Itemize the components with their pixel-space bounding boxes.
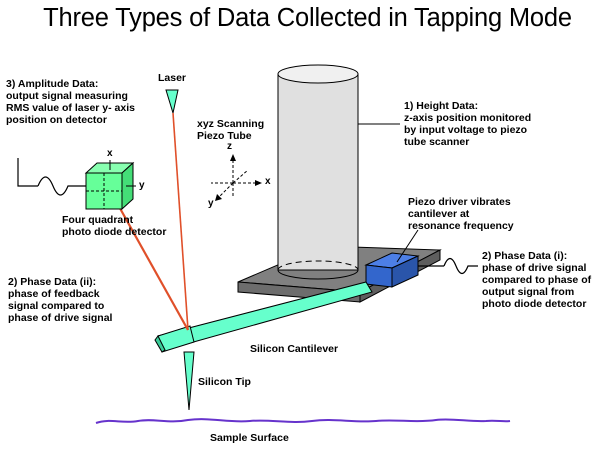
phase-ii-label: 2) Phase Data (ii): phase of feedback si… — [8, 276, 113, 324]
cantilever-label: Silicon Cantilever — [250, 343, 339, 355]
axis-z-arrowhead — [230, 154, 236, 161]
amplitude-signal-line — [17, 158, 38, 187]
piezo-driver-label: Piezo driver vibrates cantilever at reso… — [408, 196, 514, 232]
piezo-tube-bottom-hidden — [277, 260, 359, 271]
silicon-tip — [183, 351, 195, 411]
cantilever-underside — [154, 335, 166, 353]
photodiode-label: Four quadrant photo diode detector — [62, 214, 167, 238]
axis-x-label: x — [265, 176, 271, 187]
laser-emitter — [165, 89, 179, 115]
axis-y-label: y — [208, 198, 214, 209]
xyz-axes — [211, 160, 256, 198]
piezo-tube-label: xyz Scanning Piezo Tube — [197, 118, 265, 142]
phase-i-sine-wave — [443, 257, 478, 275]
page-title: Three Types of Data Collected in Tapping… — [43, 4, 572, 32]
piezo-tube-bottom — [277, 269, 359, 280]
laser-beam-incoming — [172, 112, 189, 331]
tip-label: Silicon Tip — [198, 376, 251, 388]
piezo-tube-top — [277, 64, 359, 84]
height-data-label: 1) Height Data: z-axis position monitore… — [404, 100, 532, 148]
laser-label: Laser — [158, 72, 187, 84]
axis-y-arrowhead — [215, 194, 222, 201]
piezo-driver-side — [391, 255, 419, 288]
detector-x-label: x — [107, 148, 113, 159]
axis-z-label: z — [227, 141, 232, 152]
amplitude-data-label: 3) Amplitude Data: output signal measuri… — [6, 78, 135, 126]
surface-label: Sample Surface — [210, 432, 289, 444]
phase-i-label: 2) Phase Data (i): phase of drive signal… — [482, 250, 592, 310]
amplitude-sine-wave — [37, 176, 86, 196]
piezo-tube-body — [277, 73, 359, 271]
detector-y-label: y — [139, 180, 145, 191]
piezo-driver-front — [365, 264, 393, 288]
laser-beam-reflected — [111, 193, 189, 331]
piezo-driver-leader — [396, 229, 419, 263]
sample-surface-line — [95, 418, 511, 424]
axis-x-arrowhead — [255, 180, 262, 186]
